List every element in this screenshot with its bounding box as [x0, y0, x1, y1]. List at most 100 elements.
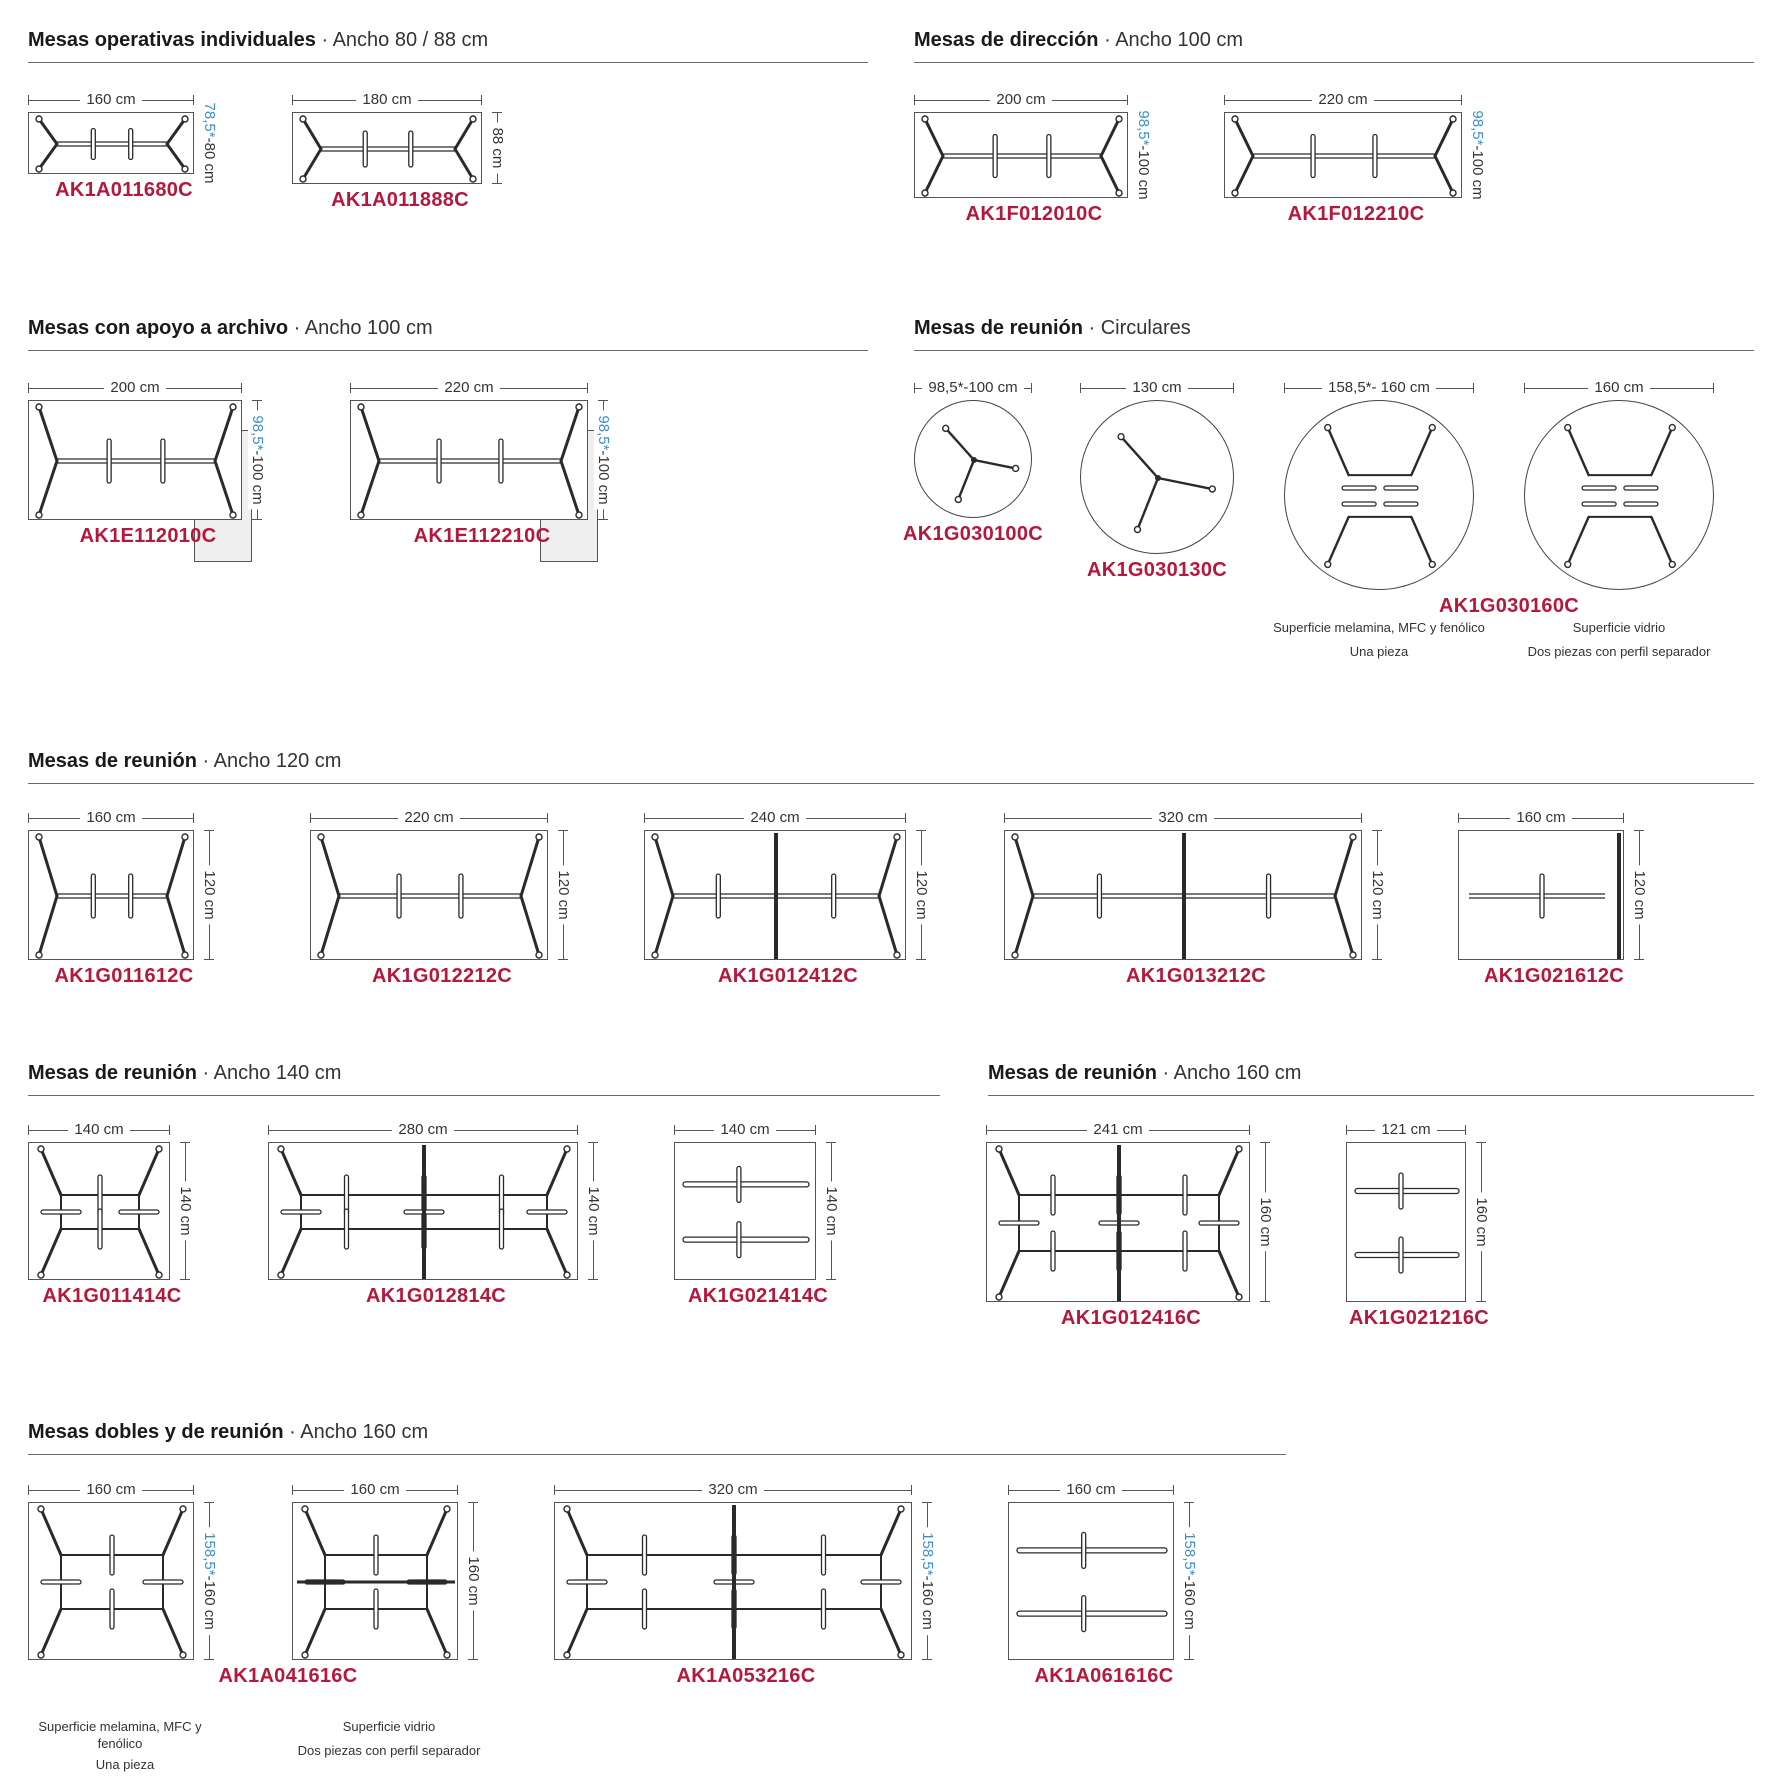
product-code: AK1A011680C — [55, 179, 193, 201]
round-table-top — [1284, 400, 1474, 590]
width-min-value: 158,5* — [1328, 379, 1372, 396]
cross-support — [1398, 1172, 1404, 1210]
width-label: 240 cm — [744, 808, 806, 828]
width-dimension: 160 cm — [1524, 378, 1714, 398]
split-profile — [1617, 833, 1621, 959]
cross-support — [682, 1181, 810, 1188]
leg-frame — [165, 142, 187, 171]
product-code: AK1G030130C — [1086, 559, 1228, 581]
product-code: AK1G011612C — [54, 965, 194, 987]
leg-frame — [653, 835, 675, 898]
leg-structure-drawing — [941, 424, 1020, 504]
width-label: 241 cm — [1087, 1120, 1149, 1140]
leg-frame — [39, 1507, 63, 1557]
leg-foot — [1349, 833, 1357, 841]
leg-frame — [877, 835, 899, 898]
section-title-operativas: Mesas operativas individuales · Ancho 80… — [28, 29, 489, 51]
width-dimension: 140 cm — [28, 1120, 170, 1140]
table-top-outline — [292, 1502, 458, 1660]
round-table-top — [914, 400, 1032, 518]
cross-support — [142, 1579, 184, 1585]
cross-support — [1198, 1220, 1240, 1226]
leg-foot — [995, 1293, 1003, 1301]
product-code: AK1E112210C — [413, 525, 551, 547]
leg-foot — [179, 1505, 187, 1513]
surface-note: Una pieza — [1349, 644, 1409, 659]
leg-foot — [535, 833, 543, 841]
width-dimension: 160 cm — [1458, 808, 1624, 828]
leg-frame — [519, 835, 541, 898]
leg-foot — [954, 495, 962, 504]
leg-frame — [213, 459, 235, 517]
leg-frame — [1013, 894, 1035, 957]
leg-frame — [545, 1147, 569, 1197]
cross-support — [160, 438, 166, 484]
leg-frame — [37, 835, 59, 898]
cross-support — [1341, 485, 1377, 491]
width-label: 220 cm — [398, 808, 460, 828]
leg-foot — [651, 833, 659, 841]
leg-foot — [229, 403, 237, 411]
leg-frame — [303, 1607, 327, 1657]
leg-foot — [897, 1505, 905, 1513]
height-dimension: 158,5*-160 cm — [918, 1502, 936, 1660]
height-dimension: 140 cm — [584, 1142, 602, 1280]
width-label: 160 cm — [1060, 1480, 1122, 1500]
leg-foot — [1231, 115, 1239, 123]
height-label: 78,5*-80 cm — [200, 97, 218, 189]
cross-support — [641, 1588, 648, 1630]
leg-foot — [1564, 423, 1572, 432]
leg-structure-drawing — [1324, 423, 1436, 569]
cross-support — [97, 1208, 103, 1250]
section-title-reunion-140: Mesas de reunión · Ancho 140 cm — [28, 1062, 342, 1084]
leg-foot — [299, 175, 307, 183]
leg-frame — [923, 117, 945, 158]
height-dimension: 98,5*-100 cm — [594, 400, 612, 520]
product-code: AK1E112010C — [79, 525, 217, 547]
table-top-outline — [1224, 112, 1462, 198]
leg-frame — [319, 835, 341, 898]
leg-structure-drawing — [317, 833, 543, 959]
surface-note: Una pieza — [95, 1757, 155, 1772]
width-dimension: 280 cm — [268, 1120, 578, 1140]
width-label: 200 cm — [990, 90, 1052, 110]
cross-support — [1383, 501, 1419, 507]
cross-support — [373, 1534, 379, 1576]
cross-support — [373, 1588, 379, 1630]
leg-foot — [1449, 115, 1457, 123]
cross-support — [736, 1165, 742, 1204]
leg-foot — [1011, 464, 1020, 473]
leg-frame — [559, 459, 581, 517]
leg-frame — [37, 405, 59, 463]
product-code: AK1G012212C — [371, 965, 513, 987]
product-code: AK1A053216C — [676, 1665, 816, 1687]
leg-foot — [277, 1145, 285, 1153]
section-rule — [28, 350, 868, 351]
leg-foot — [35, 951, 43, 959]
leg-foot — [1011, 833, 1019, 841]
height-dimension: 120 cm — [1368, 830, 1386, 960]
cross-support — [1182, 1230, 1188, 1272]
table-top-outline — [28, 112, 194, 174]
table-item: 160 cm — [1524, 378, 1714, 614]
height-label: 158,5*-160 cm — [200, 1527, 218, 1635]
leg-foot — [1117, 432, 1125, 441]
leg-foot — [1324, 423, 1332, 432]
split-profile — [1182, 833, 1186, 959]
leg-frame — [161, 1607, 185, 1657]
leg-frame — [39, 1147, 63, 1197]
cross-support — [40, 1209, 82, 1215]
product-code: AK1A061616C — [1034, 1665, 1174, 1687]
height-label: 120 cm — [200, 865, 218, 925]
leg-structure-drawing — [1016, 1531, 1168, 1633]
width-dimension: 130 cm — [1080, 378, 1234, 398]
width-dimension: 180 cm — [292, 90, 482, 110]
surface-note: Superficie melamina, MFC y fenólico — [1273, 620, 1485, 635]
height-dimension: 98,5*-100 cm — [1468, 105, 1486, 205]
